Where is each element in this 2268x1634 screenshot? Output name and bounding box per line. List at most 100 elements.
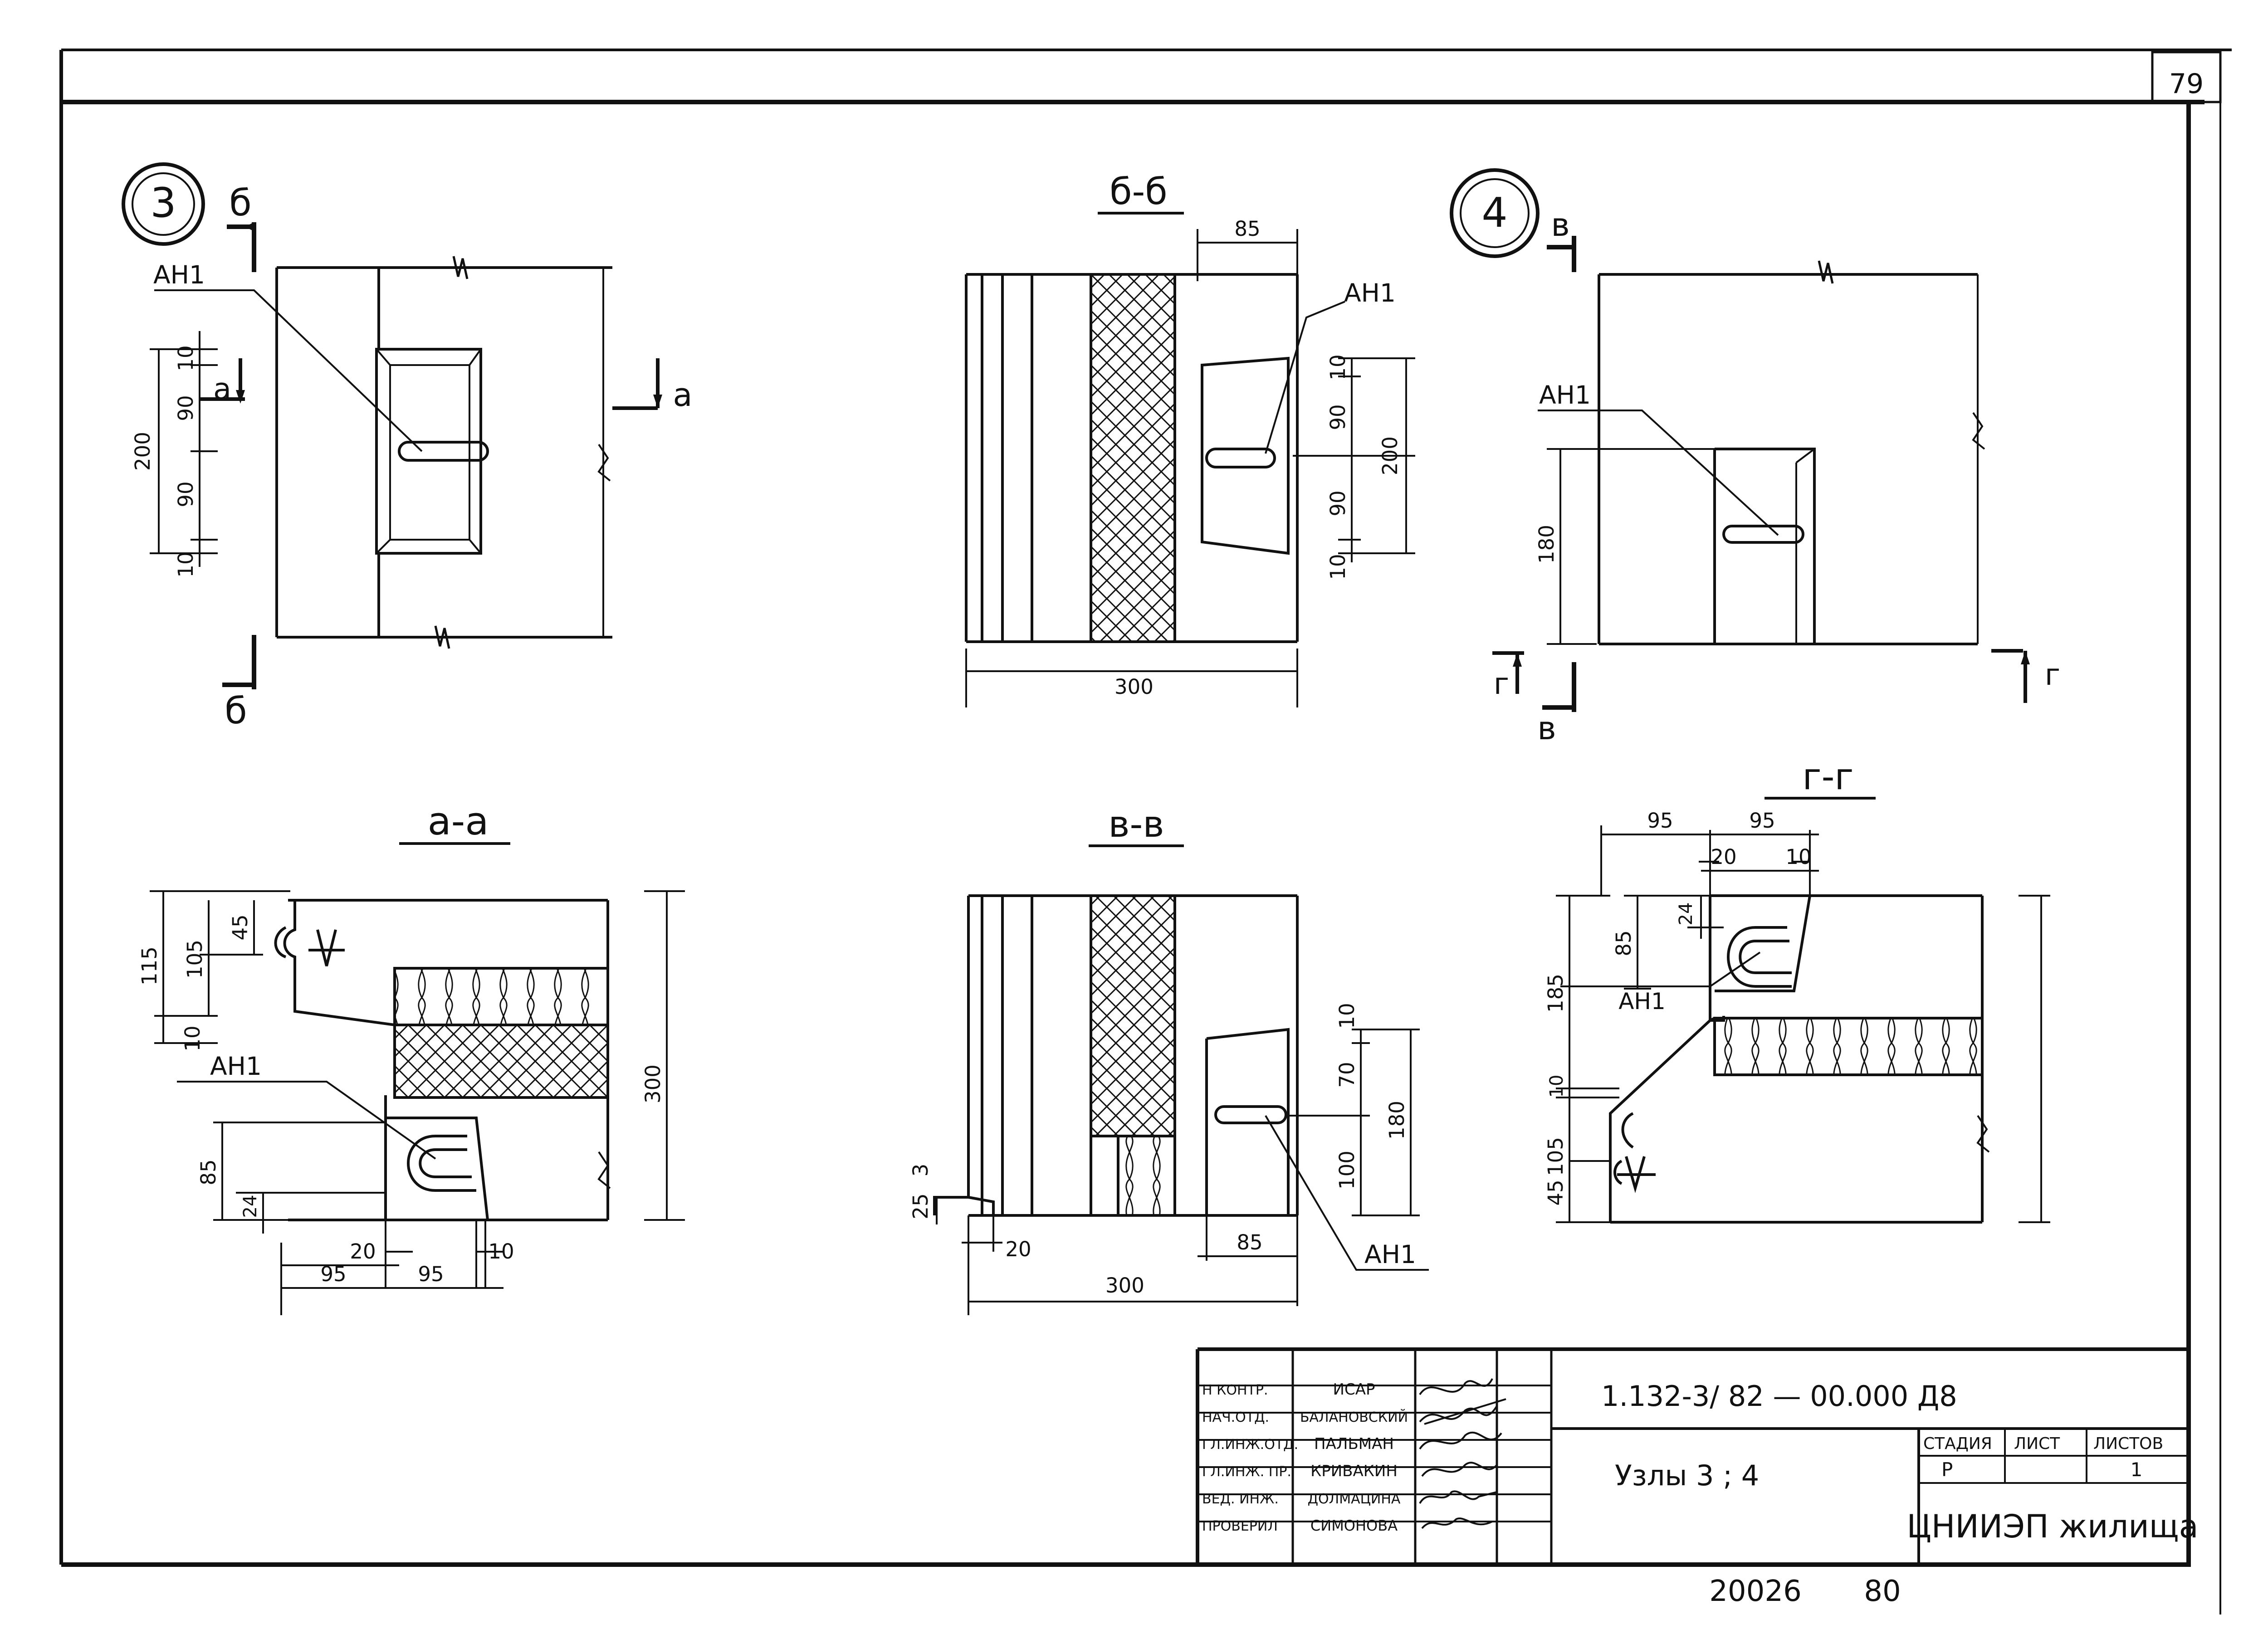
node-3-label: АН1 [153,260,205,289]
node-3: 3 б б АН1 а а [122,162,693,732]
node-3-number: 3 [150,179,176,227]
section-gg-label: АН1 [1618,988,1666,1015]
section-mark-v-top [1547,236,1576,272]
section-aa-dim-300: 300 [641,1064,665,1103]
section-bb-label: АН1 [1344,278,1396,307]
node-3-circle-inner [132,172,195,236]
section-aa-anchor [407,1135,476,1192]
node-4-anchor [1722,525,1804,544]
section-aa-dim-24: 24 [240,1195,261,1218]
section-aa-dim-10-right: 10 [488,1239,514,1263]
node-3-dim-200: 200 [131,432,155,471]
section-bb-title: б-б [1110,171,1168,213]
section-mark-a-right [612,358,660,410]
tb-signatures [1419,1378,1506,1529]
tb-name-5: ДОЛМАЦИНА [1308,1491,1401,1507]
tb-role-6: ПРОВЕРИЛ [1202,1518,1278,1534]
footer-number: 20026 [1709,1575,1802,1608]
section-vv-dim-25: 25 [909,1193,933,1219]
tb-role-5: ВЕД. ИНЖ. [1202,1491,1279,1507]
section-gg-dim-20: 20 [1711,845,1736,869]
section-bb-dim-300: 300 [1114,675,1154,699]
section-mark-v-bottom [1542,662,1576,712]
section-gg-dim-95-right: 95 [1749,809,1775,833]
node-4-label: АН1 [1539,380,1591,410]
tb-organization: ЦНИИЭП жилища [1906,1508,2198,1545]
node-4: 4 в в г г АН1 180 [1450,168,2060,747]
section-letter-v-top: в [1551,206,1569,244]
tb-title: Узлы 3 ; 4 [1615,1459,1759,1492]
section-mark-b-bottom [222,635,256,689]
tb-name-6: СИМОНОВА [1310,1517,1398,1534]
tb-name-3: ПАЛЬМАН [1314,1435,1394,1453]
section-gg-dim-24: 24 [1676,902,1696,926]
node-4-number: 4 [1481,189,1507,237]
section-letter-a-right: а [673,376,693,414]
tb-role-2: НАЧ.ОТД. [1202,1410,1269,1425]
section-aa-joint [274,926,345,966]
node-4-circle-outer [1450,168,1540,258]
tb-sheets-header: ЛИСТОВ [2093,1434,2163,1453]
section-bb-dim-85: 85 [1234,217,1260,241]
node-3-anchor [398,441,489,462]
tb-sheet-header: ЛИСТ [2014,1434,2060,1453]
title-block: Н КОНТР. НАЧ.ОТД. ГЛ.ИНЖ.ОТД. ГЛ.ИНЖ. ПР… [1196,1347,2199,1565]
section-gg-dim-95-left: 95 [1647,809,1673,833]
section-aa-dim-20: 20 [350,1239,376,1263]
section-aa: а-а АН1 115 105 45 10 300 85 24 [137,799,685,1315]
section-gg-anchor [1727,926,1792,988]
section-vv-label: АН1 [1364,1240,1416,1269]
section-bb-insulation [1090,273,1176,643]
section-bb-dim-10-bottom: 10 [1326,554,1350,580]
section-vv-dim-100: 100 [1335,1151,1359,1190]
node-3-circle-outer [122,162,205,246]
section-vv-insulation [1090,894,1176,1137]
tb-role-1: Н КОНТР. [1202,1382,1268,1398]
section-gg-dim-85: 85 [1612,930,1636,956]
tb-role-4: ГЛ.ИНЖ. ПР. [1202,1464,1291,1480]
section-aa-dim-95-left: 95 [320,1262,346,1286]
section-gg-dim-105: 105 [1544,1137,1568,1176]
section-mark-g-right [1991,649,2027,703]
tb-name-4: КРИВАКИН [1310,1462,1398,1480]
section-bb-dim-10-top: 10 [1326,354,1350,380]
section-letter-b-bottom: б [225,690,247,732]
node-4-dim-180: 180 [1535,525,1559,564]
node-3-dim-90-bottom: 90 [174,481,198,507]
section-aa-dim-105: 105 [183,940,207,979]
section-gg-dim-10-mid: 10 [1546,1075,1567,1098]
section-letter-a-left: а [213,372,231,406]
section-aa-dim-95-right: 95 [418,1262,444,1286]
section-letter-g-left: г [1494,667,1509,701]
section-vv-dim-10: 10 [1335,1003,1359,1029]
footer-code: 80 [1864,1575,1901,1608]
section-vv: в-в АН1 10 70 180 100 25 3 20 85 300 [909,803,1429,1315]
sheet-frame [59,49,2232,1614]
section-vv-dim-3: 3 [909,1164,933,1177]
tb-stage: Р [1941,1458,1953,1481]
tb-designation: 1.132-3/ 82 — 00.000 Д8 [1601,1380,1957,1413]
section-vv-dim-70: 70 [1335,1062,1359,1088]
section-gg-wool [1713,1017,1984,1076]
section-aa-dim-85: 85 [196,1159,220,1185]
tb-sheets: 1 [2131,1458,2143,1481]
section-bb-dim-90-bottom: 90 [1326,490,1350,516]
section-bb-anchor [1205,448,1276,468]
section-aa-insulation [393,1024,609,1099]
section-letter-g-right: г [2045,658,2060,692]
tb-stage-header: СТАДИЯ [1923,1434,1992,1453]
section-bb: б-б АН1 85 10 90 200 90 10 300 [965,171,1415,707]
section-aa-dim-10: 10 [181,1025,205,1051]
section-vv-anchor [1214,1105,1287,1124]
tb-name-2: БАЛАНОВСКИЙ [1300,1409,1408,1425]
node-3-dim-10-top: 10 [174,345,198,371]
node-3-dim-10-bottom: 10 [174,551,198,577]
section-aa-dim-115: 115 [137,946,161,985]
section-gg-dim-45: 45 [1544,1180,1568,1205]
section-gg-dim-185: 185 [1544,974,1568,1013]
section-letter-v-bottom: в [1537,710,1556,747]
section-letter-b-top: б [229,182,251,224]
section-vv-dim-180: 180 [1385,1101,1409,1140]
section-vv-wool [1117,1135,1176,1217]
